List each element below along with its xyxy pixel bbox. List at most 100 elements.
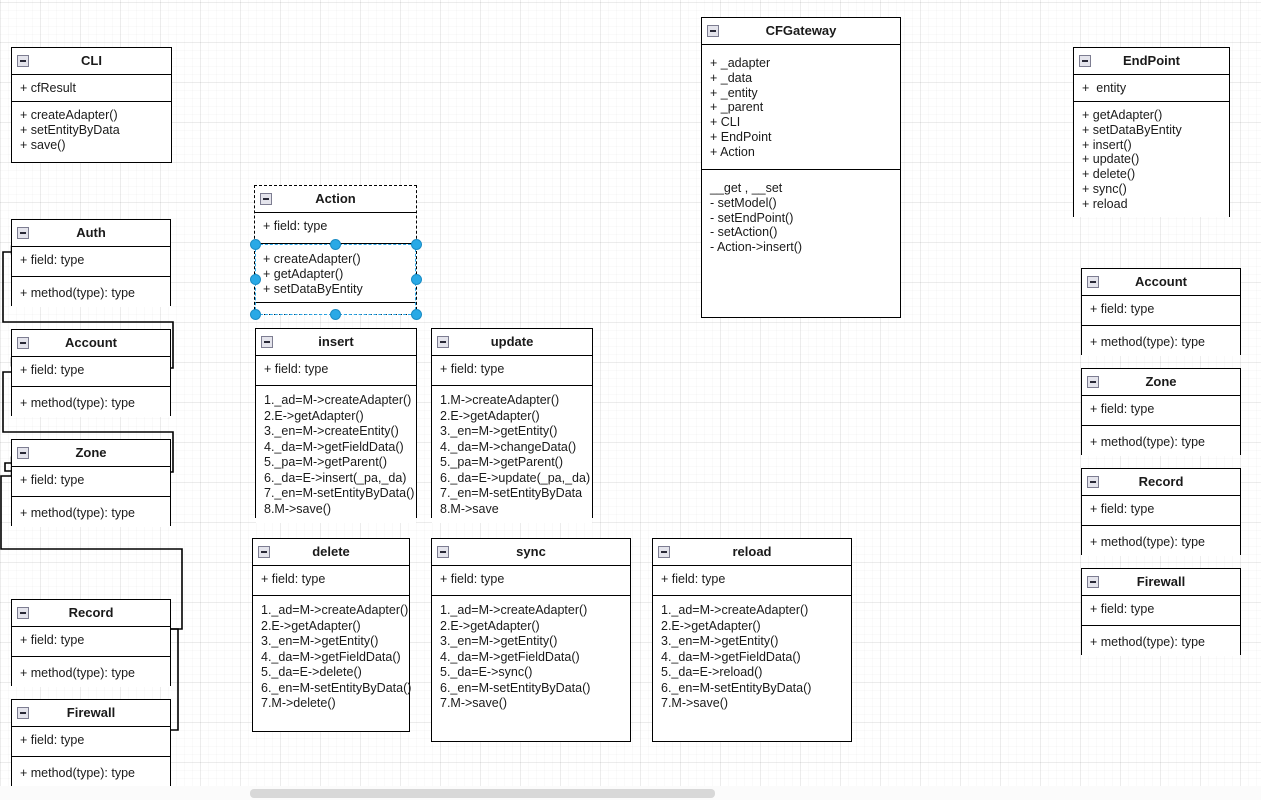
collapse-icon[interactable] bbox=[1087, 576, 1099, 588]
attribute-row: + field: type bbox=[1090, 402, 1155, 416]
method-row: 5._da=E->sync() bbox=[440, 665, 533, 679]
collapse-icon[interactable] bbox=[17, 337, 29, 349]
class-box-account-left[interactable]: Account + field: type + method(type): ty… bbox=[11, 329, 171, 417]
horizontal-scrollbar-thumb[interactable] bbox=[250, 789, 715, 798]
class-box-firewall-right[interactable]: Firewall + field: type + method(type): t… bbox=[1081, 568, 1241, 656]
method-row: 2.E->getAdapter() bbox=[661, 618, 761, 633]
method-row: 7._en=M-setEntityByData() bbox=[264, 486, 415, 500]
method-row: 7.M->save() bbox=[440, 696, 508, 710]
class-box-cli[interactable]: CLI + cfResult + createAdapter() + setEn… bbox=[11, 47, 172, 163]
collapse-icon[interactable] bbox=[17, 707, 29, 719]
attribute-row: + field: type bbox=[1090, 602, 1155, 616]
method-row: 4._da=M->getFieldData() bbox=[264, 439, 404, 454]
collapse-icon[interactable] bbox=[17, 55, 29, 67]
horizontal-scrollbar-track[interactable] bbox=[0, 786, 1261, 800]
method-row: + method(type): type bbox=[20, 766, 135, 780]
class-box-delete[interactable]: delete + field: type 1._ad=M->createAdap… bbox=[252, 538, 411, 732]
class-title-action: Action bbox=[255, 186, 416, 213]
class-box-firewall-left[interactable]: Firewall + field: type + method(type): t… bbox=[11, 699, 171, 787]
class-title-account-right: Account bbox=[1082, 269, 1240, 296]
collapse-icon[interactable] bbox=[17, 607, 29, 619]
class-box-update[interactable]: update + field: type 1.M->createAdapter(… bbox=[431, 328, 593, 523]
class-box-auth[interactable]: Auth + field: type + method(type): type bbox=[11, 219, 171, 307]
attribute-row: + field: type bbox=[20, 633, 85, 647]
collapse-icon[interactable] bbox=[1087, 476, 1099, 488]
class-box-reload[interactable]: reload + field: type 1._ad=M->createAdap… bbox=[652, 538, 852, 742]
selection-handle-middle-left[interactable] bbox=[250, 274, 261, 285]
attribute-row: + field: type bbox=[20, 253, 85, 267]
attributes-compartment: + field: type bbox=[432, 566, 630, 596]
class-box-sync[interactable]: sync + field: type 1._ad=M->createAdapte… bbox=[431, 538, 631, 742]
attribute-row: + field: type bbox=[440, 572, 505, 586]
attribute-row: + _entity bbox=[710, 85, 758, 100]
collapse-icon[interactable] bbox=[437, 336, 449, 348]
attributes-compartment: + entity bbox=[1074, 75, 1229, 102]
class-box-endpoint[interactable]: EndPoint + entity + getAdapter() + setDa… bbox=[1073, 47, 1230, 218]
method-row: 5._pa=M->getParent() bbox=[440, 455, 563, 469]
class-name-label: EndPoint bbox=[1122, 53, 1181, 69]
attribute-row: + field: type bbox=[1090, 502, 1155, 516]
method-row: 7._en=M-setEntityByData bbox=[440, 486, 583, 500]
method-row: + insert() bbox=[1082, 137, 1132, 152]
collapse-icon[interactable] bbox=[1087, 276, 1099, 288]
class-box-cfgateway[interactable]: CFGateway + _adapter + _data + _entity +… bbox=[701, 17, 901, 318]
method-row: 3._en=M->createEntity() bbox=[264, 424, 399, 438]
collapse-icon[interactable] bbox=[261, 336, 273, 348]
collapse-icon[interactable] bbox=[17, 227, 29, 239]
methods-compartment: __get , __set - setModel() - setEndPoint… bbox=[702, 170, 900, 261]
method-row: 6._da=E->update(_pa,_da) bbox=[440, 470, 591, 485]
attribute-row: + _data bbox=[710, 70, 753, 85]
attribute-row: + field: type bbox=[264, 362, 329, 376]
attributes-compartment: + field: type bbox=[1082, 396, 1240, 426]
collapse-icon[interactable] bbox=[258, 546, 270, 558]
class-box-zone-right[interactable]: Zone + field: type + method(type): type bbox=[1081, 368, 1241, 456]
method-row: 4._da=M->getFieldData() bbox=[661, 649, 801, 664]
method-row: + method(type): type bbox=[20, 396, 135, 410]
attributes-compartment: + field: type bbox=[12, 357, 170, 387]
class-box-insert[interactable]: insert + field: type 1._ad=M->createAdap… bbox=[255, 328, 417, 523]
selection-handle-middle-right[interactable] bbox=[411, 274, 422, 285]
method-row: 5._da=E->delete() bbox=[261, 665, 362, 679]
class-title-auth: Auth bbox=[12, 220, 170, 247]
collapse-icon[interactable] bbox=[707, 25, 719, 37]
class-box-record-left[interactable]: Record + field: type + method(type): typ… bbox=[11, 599, 171, 687]
selection-handle-top-center[interactable] bbox=[330, 239, 341, 250]
attributes-compartment: + field: type bbox=[12, 247, 170, 277]
selection-handle-bottom-left[interactable] bbox=[250, 309, 261, 320]
method-row: 2.E->getAdapter() bbox=[440, 408, 540, 423]
class-name-label: Auth bbox=[76, 225, 106, 241]
method-row: 1._ad=M->createAdapter() bbox=[264, 393, 412, 407]
selection-handle-top-left[interactable] bbox=[250, 239, 261, 250]
collapse-icon[interactable] bbox=[658, 546, 670, 558]
class-name-label: Action bbox=[315, 191, 356, 207]
attributes-compartment: + field: type bbox=[1082, 596, 1240, 626]
method-row: + sync() bbox=[1082, 181, 1127, 196]
collapse-icon[interactable] bbox=[437, 546, 449, 558]
class-title-delete: delete bbox=[253, 539, 409, 566]
class-box-record-right[interactable]: Record + field: type + method(type): typ… bbox=[1081, 468, 1241, 556]
selection-handle-bottom-right[interactable] bbox=[411, 309, 422, 320]
collapse-icon[interactable] bbox=[17, 447, 29, 459]
method-row: 4._da=M->changeData() bbox=[440, 439, 577, 454]
selection-handle-top-right[interactable] bbox=[411, 239, 422, 250]
methods-compartment: 1._ad=M->createAdapter() 2.E->getAdapter… bbox=[253, 596, 411, 718]
attributes-compartment: + cfResult bbox=[12, 75, 171, 102]
collapse-icon[interactable] bbox=[260, 193, 272, 205]
methods-compartment: + method(type): type bbox=[12, 657, 170, 687]
collapse-icon[interactable] bbox=[1079, 55, 1091, 67]
selection-handle-bottom-center[interactable] bbox=[330, 309, 341, 320]
collapse-icon[interactable] bbox=[1087, 376, 1099, 388]
method-row: + save() bbox=[20, 137, 66, 152]
methods-compartment: + method(type): type bbox=[12, 277, 170, 307]
class-box-account-right[interactable]: Account + field: type + method(type): ty… bbox=[1081, 268, 1241, 356]
class-box-action[interactable]: Action + field: type + createAdapter() +… bbox=[254, 185, 417, 315]
class-box-zone-left[interactable]: Zone + field: type + method(type): type bbox=[11, 439, 171, 527]
class-title-reload: reload bbox=[653, 539, 851, 566]
method-row: 1._ad=M->createAdapter() bbox=[440, 603, 588, 617]
attribute-row: + _adapter bbox=[710, 56, 771, 70]
methods-compartment: 1.M->createAdapter() 2.E->getAdapter() 3… bbox=[432, 386, 592, 523]
method-row: 5._da=E->reload() bbox=[661, 665, 763, 679]
attributes-compartment: + field: type bbox=[1082, 496, 1240, 526]
method-row: 1.M->createAdapter() bbox=[440, 393, 560, 407]
